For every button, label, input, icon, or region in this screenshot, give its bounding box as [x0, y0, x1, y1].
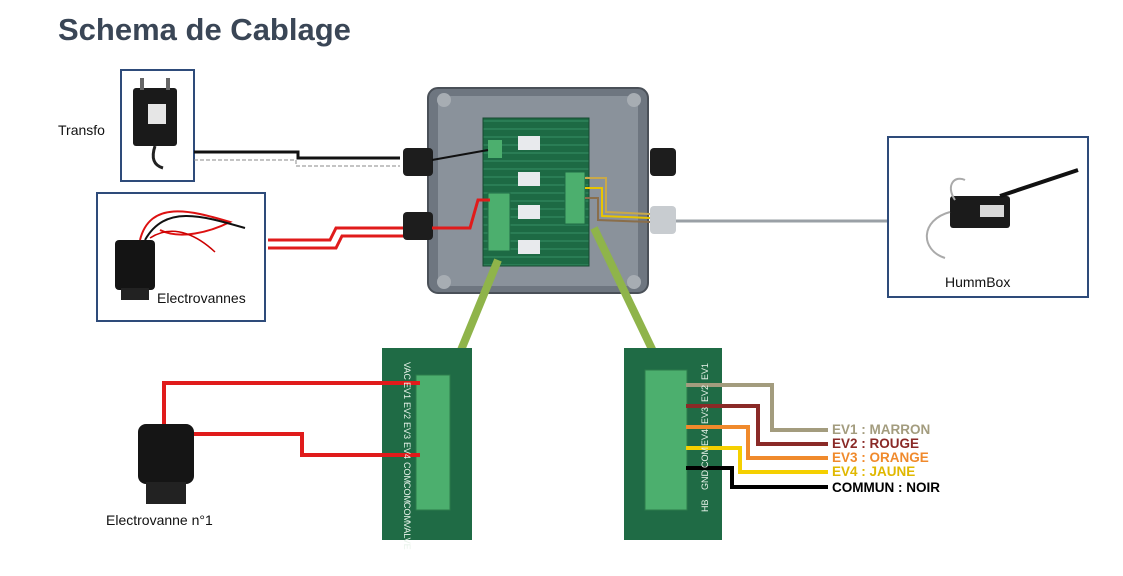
junction-box	[403, 87, 676, 294]
antenna-icon	[999, 168, 1079, 198]
legend-item-ev2: EV2 : ROUGE	[832, 436, 920, 451]
terminal-label: EV4	[700, 429, 710, 446]
solenoid-valve-icon	[138, 424, 194, 484]
terminal-label: COM	[700, 447, 710, 468]
legend-item-ev3: EV3 : ORANGE	[832, 450, 929, 465]
hummbox-color-wires	[686, 383, 828, 489]
terminal-label: COM	[402, 502, 412, 523]
valve-wires	[268, 226, 405, 253]
solenoid-valve-icon	[115, 240, 155, 290]
electrovannes-label: Electrovannes	[157, 290, 246, 306]
electrovanne1-label: Electrovanne n°1	[106, 512, 213, 528]
electrovanne1	[138, 381, 420, 504]
electrovannes-box	[96, 192, 266, 322]
transfo-label: Transfo	[58, 122, 105, 138]
terminal-label: VALVE	[402, 522, 412, 550]
terminal-label: GND	[700, 470, 710, 491]
hummbox-box	[887, 136, 1089, 298]
terminal-label: EV3	[402, 422, 412, 439]
terminal-label: EV2	[402, 402, 412, 419]
legend-item-commun: COMMUN : NOIR	[832, 480, 940, 495]
terminal-label: EV4	[402, 442, 412, 459]
terminal-label: COM	[402, 462, 412, 483]
terminal-label: EV2	[700, 385, 710, 402]
power-wires	[194, 150, 400, 167]
page-title: Schema de Cablage	[58, 12, 351, 47]
hummbox-label: HummBox	[945, 274, 1011, 290]
right-terminal-closeup	[624, 348, 722, 540]
terminal-label: EV1	[402, 382, 412, 399]
terminal-label: EV3	[700, 407, 710, 424]
legend-item-ev1: EV1 : MARRON	[832, 422, 931, 437]
terminal-label: COM	[402, 482, 412, 503]
legend-item-ev4: EV4 : JAUNE	[832, 464, 916, 479]
left-terminal-closeup	[382, 348, 472, 540]
transfo-box	[120, 69, 195, 182]
terminal-label: EV1	[700, 363, 710, 380]
terminal-label: VAC	[402, 362, 412, 380]
terminal-label: HB	[700, 499, 710, 512]
